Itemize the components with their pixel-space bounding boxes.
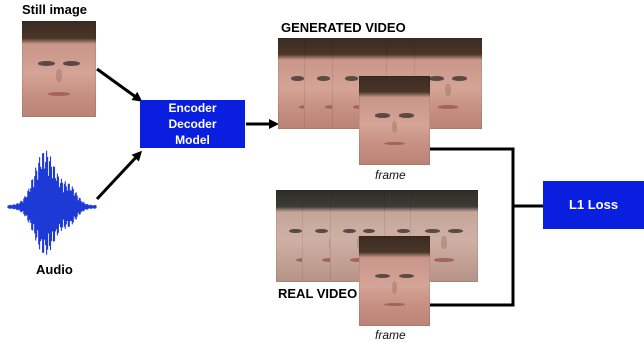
real-selected-frame xyxy=(359,236,430,326)
arrow-image-to-encoder xyxy=(96,67,143,102)
waveform-path xyxy=(7,150,97,255)
real-frame-caption: frame xyxy=(375,328,406,342)
generated-video-label: GENERATED VIDEO xyxy=(281,20,406,35)
decoder-line: Decoder xyxy=(168,117,217,131)
still-image-face xyxy=(22,21,96,117)
l1-loss-label: L1 Loss xyxy=(568,197,619,212)
encoder-decoder-box: Encoder Decoder Model xyxy=(140,100,245,148)
arrow-audio-to-encoder xyxy=(95,150,143,201)
model-line: Model xyxy=(175,133,210,147)
line-real-frame-to-loss xyxy=(430,206,515,307)
generated-selected-frame xyxy=(359,76,430,165)
audio-label: Audio xyxy=(36,262,73,277)
audio-waveform xyxy=(7,150,97,255)
real-video-label: REAL VIDEO xyxy=(276,286,360,301)
encoder-line: Encoder xyxy=(168,101,217,115)
still-image-label: Still image xyxy=(22,2,88,17)
generated-frame-caption: frame xyxy=(375,168,406,182)
l1-loss-box: L1 Loss xyxy=(543,181,644,229)
line-generated-frame-to-loss xyxy=(430,147,543,208)
